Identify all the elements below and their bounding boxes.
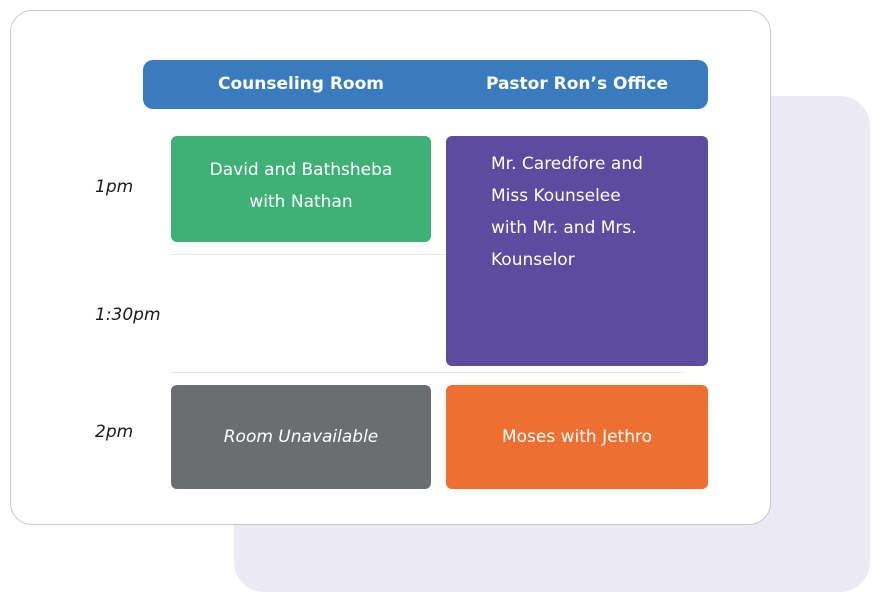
appointment-line: with Mr. and Mrs. (491, 218, 637, 238)
appointment-line: Room Unavailable (223, 427, 379, 447)
column-header-pastor-office: Pastor Ron’s Office (485, 74, 669, 94)
appointment-line: Mr. Caredfore and (491, 154, 643, 174)
appointment-david-bathsheba[interactable]: David and Bathsheba with Nathan (171, 136, 431, 242)
appointment-caredfore-kounselee[interactable]: Mr. Caredfore and Miss Kounselee with Mr… (446, 136, 708, 366)
time-divider (171, 254, 446, 255)
appointment-line: David and Bathsheba (209, 160, 393, 180)
time-label-2pm: 2pm (95, 422, 134, 442)
column-header-counseling-room: Counseling Room (217, 74, 384, 94)
appointment-line: Moses with Jethro (501, 427, 653, 447)
appointment-line: Kounselor (491, 250, 575, 270)
appointment-line: Miss Kounselee (491, 186, 621, 206)
room-unavailable-block: Room Unavailable (171, 385, 431, 489)
time-divider (171, 372, 683, 373)
appointment-moses-jethro[interactable]: Moses with Jethro (446, 385, 708, 489)
column-header-bar: Counseling Room Pastor Ron’s Office (143, 60, 708, 109)
time-label-1pm: 1pm (95, 177, 134, 197)
time-label-130pm: 1:30pm (95, 305, 161, 325)
appointment-line: with Nathan (249, 192, 353, 212)
